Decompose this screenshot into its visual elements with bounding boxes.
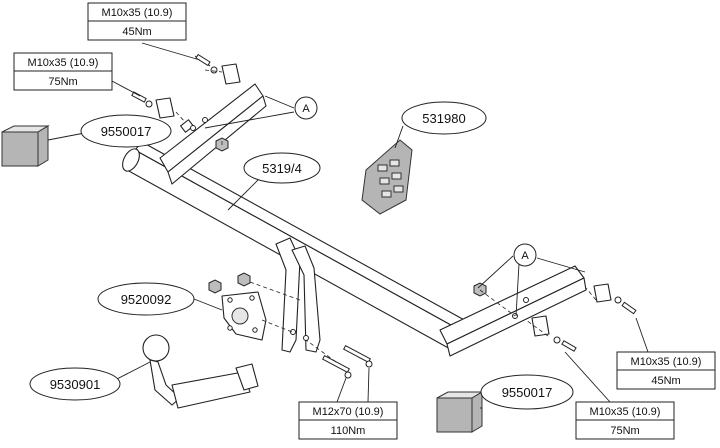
part-oval-crossbar: 5319/4 xyxy=(243,152,321,184)
spec-top-left-size: M10x35 (10.9) xyxy=(102,7,173,19)
part-oval-socket-plate: 9520092 xyxy=(97,282,195,316)
part-oval-bumper-right: 9550017 xyxy=(480,374,574,410)
spec-right-lower: M10x35 (10.9) 75Nm xyxy=(575,401,675,440)
part-number-electrical: 531980 xyxy=(422,111,465,126)
socket-plate-nuts xyxy=(208,272,251,294)
socket-plate xyxy=(221,291,267,341)
part-oval-electrical: 531980 xyxy=(401,101,487,135)
part-number-bumper-right: 9550017 xyxy=(502,385,553,400)
spec-right-lower-torque: 75Nm xyxy=(610,425,639,437)
part-number-crossbar: 5319/4 xyxy=(262,161,302,176)
spec-mid-left-torque: 75Nm xyxy=(48,76,77,88)
electrical-kit xyxy=(361,139,413,215)
bolt-right-lower xyxy=(531,315,577,352)
reference-mark-left-text: A xyxy=(302,103,310,115)
spec-top-left-torque: 45Nm xyxy=(122,26,151,38)
spec-right-upper: M10x35 (10.9) 45Nm xyxy=(616,351,716,390)
spec-mid-left-size: M10x35 (10.9) xyxy=(28,57,99,69)
spec-right-upper-torque: 45Nm xyxy=(651,375,680,387)
part-number-bumper-left: 9550017 xyxy=(101,124,152,139)
nut-right-bracket xyxy=(473,282,487,297)
right-side-bracket xyxy=(439,265,587,357)
reference-mark-right: A xyxy=(513,243,537,267)
reference-mark-right-text: A xyxy=(521,250,529,262)
alignment-lines xyxy=(175,69,597,363)
leader-lines xyxy=(47,42,649,409)
part-oval-tow-ball: 9530901 xyxy=(29,367,121,401)
part-number-tow-ball: 9530901 xyxy=(50,377,101,392)
bolt-mid-left xyxy=(131,91,175,119)
bumper-pad-left xyxy=(1,125,50,167)
part-oval-bumper-left: 9550017 xyxy=(80,114,172,148)
bolt-top-left xyxy=(194,53,241,85)
spec-mid-left: M10x35 (10.9) 75Nm xyxy=(13,52,113,91)
spec-bottom-center-size: M12x70 (10.9) xyxy=(313,406,384,418)
center-mount xyxy=(275,237,321,353)
bolts-center xyxy=(322,344,373,379)
tow-ball xyxy=(142,334,259,409)
spec-right-upper-size: M10x35 (10.9) xyxy=(631,356,702,368)
bumper-pad-right xyxy=(436,391,484,433)
spec-right-lower-size: M10x35 (10.9) xyxy=(590,406,661,418)
reference-mark-left: A xyxy=(294,96,318,120)
bolt-right-upper xyxy=(593,283,637,315)
part-number-socket-plate: 9520092 xyxy=(121,292,172,307)
spec-top-left: M10x35 (10.9) 45Nm xyxy=(87,2,187,41)
spec-bottom-center-torque: 110Nm xyxy=(331,425,366,437)
spec-bottom-center: M12x70 (10.9) 110Nm xyxy=(298,401,398,440)
